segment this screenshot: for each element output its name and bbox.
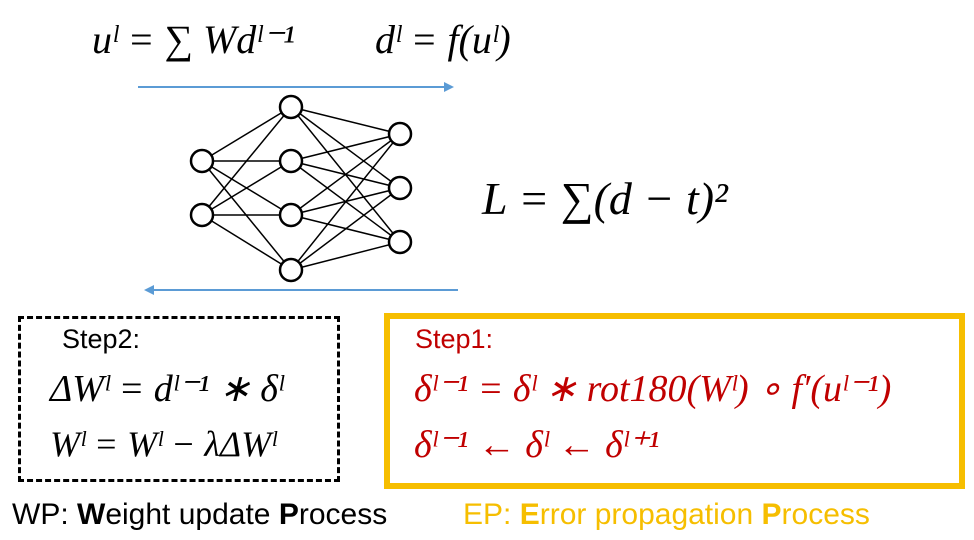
network-edge	[201, 214, 292, 271]
network-node	[387, 121, 413, 147]
wp-caption: WP: Weight update Process	[12, 500, 387, 530]
network-edge	[290, 133, 401, 216]
wp-end: rocess	[298, 498, 388, 531]
network-edge	[201, 106, 292, 162]
network-edge	[290, 241, 401, 271]
network-node	[189, 148, 215, 174]
ep-mid: rror propagation	[539, 498, 762, 531]
network-node	[387, 229, 413, 255]
network-node	[278, 202, 304, 228]
wp-mid: eight update	[105, 498, 279, 531]
network-nodes	[189, 94, 413, 283]
ep-e-letter: E	[519, 498, 540, 531]
step1-label: Step1:	[415, 324, 494, 354]
step2-label: Step2:	[62, 324, 141, 354]
step1-delta-chain-formula: δˡ⁻¹ ← δˡ ← δˡ⁺¹	[414, 424, 660, 466]
wp-w-letter: W	[77, 498, 106, 531]
network-edge	[201, 160, 292, 216]
network-node	[387, 175, 413, 201]
network-edges	[201, 106, 401, 271]
network-node	[278, 257, 304, 283]
step1-delta-formula: δˡ⁻¹ = δˡ ∗ rot180(Wˡ) ∘ f′(uˡ⁻¹)	[414, 368, 892, 410]
ep-end: rocess	[781, 498, 870, 531]
network-node	[278, 94, 304, 120]
network-edge	[290, 106, 401, 135]
step2-weight-update-formula: Wˡ = Wˡ − λΔWˡ	[50, 424, 276, 464]
network-edge	[290, 187, 401, 271]
ep-caption: EP: Error propagation Process	[463, 500, 870, 530]
forward-activation-formula: dˡ = f(uˡ)	[375, 17, 511, 62]
step2-box	[18, 316, 340, 482]
wp-prefix: WP:	[12, 498, 77, 531]
step2-delta-w-formula: ΔWˡ = dˡ⁻¹ ∗ δˡ	[50, 368, 284, 410]
loss-formula: L = ∑(d − t)²	[482, 173, 728, 224]
ep-p-letter: P	[761, 498, 782, 531]
forward-weighted-sum-formula: uˡ = ∑ Wdˡ⁻¹	[92, 17, 295, 62]
ep-prefix: EP:	[463, 498, 520, 531]
network-edge	[290, 133, 401, 162]
network-edge	[290, 133, 401, 271]
step1-box	[384, 313, 965, 489]
network-node	[189, 202, 215, 228]
wp-p-letter: P	[278, 498, 299, 531]
network-edge	[201, 106, 292, 216]
network-node	[278, 148, 304, 174]
